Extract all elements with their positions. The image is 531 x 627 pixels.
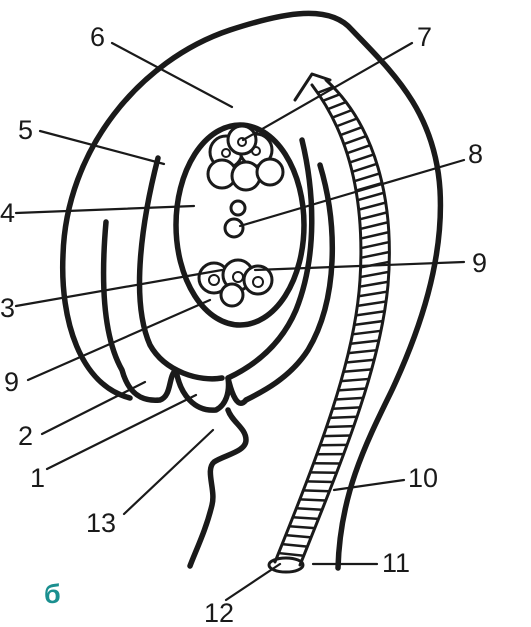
leader-9b xyxy=(26,298,212,382)
pollen-tube-rung xyxy=(360,240,390,250)
leader-12 xyxy=(224,562,282,602)
tube-opening xyxy=(267,556,305,574)
pollen-tube-rung xyxy=(353,172,381,183)
pollen-tube-rung xyxy=(360,230,390,240)
inner-integument-right xyxy=(225,137,315,381)
pollen-tube-rung xyxy=(296,507,323,511)
leader-3 xyxy=(14,268,224,308)
pollen-tube-rung xyxy=(340,126,363,137)
label-4: 4 xyxy=(0,198,15,228)
label-5: 5 xyxy=(18,115,33,145)
pollen-tube xyxy=(267,72,391,574)
pollen-tube-rung xyxy=(358,201,387,211)
polar-nuclei xyxy=(223,199,247,239)
label-10: 10 xyxy=(408,463,438,493)
pollen-tube-rung xyxy=(335,396,364,401)
egg-apparatus xyxy=(206,124,285,192)
pollen-tube-rung xyxy=(285,533,312,539)
pollen-tube-rung xyxy=(303,489,330,493)
pollen-tube-rung xyxy=(355,310,385,317)
pollen-tube-rung xyxy=(306,480,334,484)
pollen-tube-rung xyxy=(354,319,384,327)
pollen-tube-rung xyxy=(343,134,367,146)
inner-integument-right-outer xyxy=(243,162,336,403)
pollen-tube-rung xyxy=(359,280,389,288)
pollen-tube-rung xyxy=(346,143,371,155)
pollen-tube-rung xyxy=(332,108,353,119)
pollen-tube-rung xyxy=(323,434,351,438)
label-7: 7 xyxy=(417,22,432,52)
pollen-tube-rung xyxy=(329,415,358,420)
tube-cap xyxy=(293,72,332,102)
label-13: 13 xyxy=(86,508,116,538)
leader-8 xyxy=(238,158,466,228)
pollen-tube-rung xyxy=(357,191,385,202)
pollen-tube-rung xyxy=(292,516,319,521)
label-6: 6 xyxy=(90,22,105,52)
pollen-tube-rung xyxy=(357,300,387,308)
pollen-tube-rung xyxy=(338,387,367,392)
leader-2 xyxy=(40,380,147,436)
pollen-tube-rung xyxy=(360,250,390,260)
leader-4 xyxy=(14,204,196,215)
leader-1 xyxy=(45,393,198,471)
pollen-tube-rung xyxy=(351,162,378,173)
pollen-tube-rung xyxy=(322,93,341,103)
panel-letter: б xyxy=(44,579,61,609)
pollen-tube-rung xyxy=(336,117,358,128)
pollen-tube-rung xyxy=(317,85,334,94)
pollen-tube-rung xyxy=(326,424,354,429)
label-8: 8 xyxy=(468,139,483,169)
pollen-tube-rung xyxy=(278,551,304,558)
leader-9a xyxy=(253,260,466,272)
pollen-tube-rung xyxy=(359,270,390,279)
label-9-right: 9 xyxy=(472,248,487,278)
leader-7 xyxy=(241,41,414,142)
outer-integument xyxy=(59,10,444,571)
pollen-tube-rung xyxy=(349,153,375,164)
label-3: 3 xyxy=(0,293,15,323)
leader-13 xyxy=(122,428,215,516)
pollen-tube-rung xyxy=(359,211,388,221)
pollen-tube-rung xyxy=(350,339,380,345)
pollen-tube-rung xyxy=(358,290,388,298)
leader-5 xyxy=(38,129,166,166)
pollen-tube-rung xyxy=(289,524,315,530)
pollen-tube-rung xyxy=(352,329,382,336)
leader-10 xyxy=(332,478,406,492)
pollen-tube-rung xyxy=(348,348,377,355)
pollen-tube-rung xyxy=(340,377,370,383)
label-2: 2 xyxy=(18,421,33,451)
leader-6 xyxy=(110,41,234,109)
pollen-tube-rung xyxy=(360,221,389,231)
label-9-left: 9 xyxy=(4,367,19,397)
pollen-tube-rung xyxy=(282,542,308,548)
label-12: 12 xyxy=(204,598,234,627)
pollen-tube-rung xyxy=(343,368,372,374)
label-1: 1 xyxy=(30,463,45,493)
pollen-tube-rung xyxy=(345,358,375,364)
inner-integument-left xyxy=(136,155,225,382)
label-11: 11 xyxy=(382,548,410,578)
pollen-tube-rung xyxy=(327,100,347,111)
pollen-tube-rung xyxy=(299,498,326,502)
funiculus xyxy=(187,407,249,569)
pollen-tube-rung xyxy=(332,406,361,410)
